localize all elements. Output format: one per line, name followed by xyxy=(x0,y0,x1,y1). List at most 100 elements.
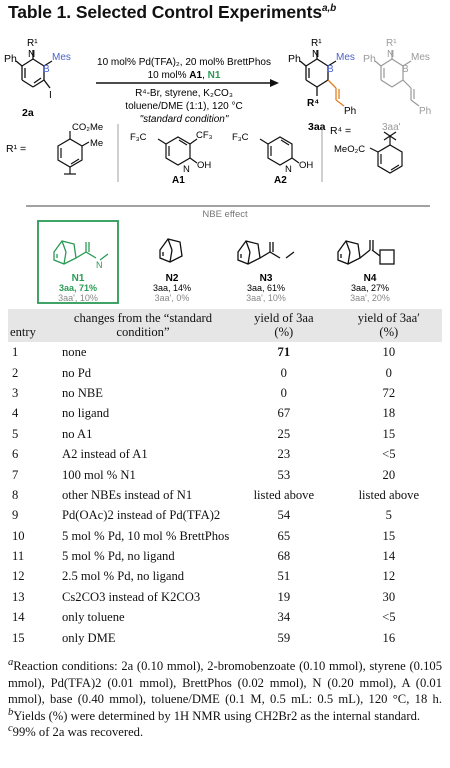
table-row: 10 5 mol % Pd, 10 mol % BrettPhos 65 15 xyxy=(8,526,442,546)
f3c-label: F₃C xyxy=(232,132,249,143)
footnotes: aReaction conditions: 2a (0.10 mmol), 2-… xyxy=(8,657,442,741)
nbe-n4-yield-3aap: 3aa', 20% xyxy=(350,293,390,303)
entry-cell: 1 xyxy=(12,345,19,360)
meo2c-label: MeO₂C xyxy=(334,144,365,155)
header-yield-3aap: yield of 3aa′(%) xyxy=(357,311,420,339)
yield-3aa-cell: 53 xyxy=(277,467,291,482)
entry-cell: 13 xyxy=(12,589,25,604)
yield-3aap-cell: 30 xyxy=(382,589,396,604)
entry-cell: 14 xyxy=(12,610,25,625)
change-cell: 2.5 mol % Pd, no ligand xyxy=(62,569,185,584)
label-a2: A2 xyxy=(274,175,287,186)
f3c-label: F₃C xyxy=(130,132,147,143)
entry-cell: 11 xyxy=(12,549,25,564)
yield-3aa-cell: 65 xyxy=(277,528,291,543)
yield-3aap-cell: 72 xyxy=(382,385,396,400)
entry-cell: 6 xyxy=(12,447,19,462)
change-cell: no ligand xyxy=(62,406,110,421)
yield-3aa-cell: 54 xyxy=(277,508,291,523)
co2me-label: CO₂Me xyxy=(72,122,103,133)
mes-label: Mes xyxy=(52,52,71,63)
yield-3aap-cell: 15 xyxy=(382,528,396,543)
nbe-n1-yield-3aa: 3aa, 71% xyxy=(59,283,97,293)
entry-cell: 5 xyxy=(12,426,19,441)
mes-label: Mes xyxy=(336,52,355,63)
change-cell: Pd(OAc)2 instead of Pd(TFA)2 xyxy=(62,508,221,523)
yield-3aa-cell: 19 xyxy=(277,589,291,604)
change-cell: other NBEs instead of N1 xyxy=(62,487,193,502)
change-cell: 100 mol % N1 xyxy=(62,467,136,482)
table-title-text: Table 1. Selected Control Experiments xyxy=(8,2,322,22)
yield-3aap-cell: 16 xyxy=(382,630,396,645)
reaction-scheme: Ph N R¹ B Mes I 2a 10 mol% Pd(TFA)₂, 20 … xyxy=(4,38,431,304)
change-cell: none xyxy=(62,345,87,360)
n-atom: N xyxy=(183,164,190,175)
yield-3aap-cell: 0 xyxy=(385,365,392,380)
table-title: Table 1. Selected Control Experimentsa,b xyxy=(8,2,336,23)
cond-solvent: toluene/DME (1:1), 120 °C xyxy=(125,101,242,112)
yield-3aap-cell: 20 xyxy=(382,467,396,482)
yield-3aa-cell: 0 xyxy=(280,385,287,400)
cf3-label: CF₃ xyxy=(196,130,213,141)
change-cell: 5 mol % Pd, 10 mol % BrettPhos xyxy=(62,528,230,543)
entry-cell: 4 xyxy=(12,406,19,421)
yield-3aap-cell: 5 xyxy=(385,508,392,523)
change-cell: no A1 xyxy=(62,426,93,441)
change-cell: only DME xyxy=(62,630,116,645)
nbe-n1-highlight-box xyxy=(37,220,119,304)
r1-label: R¹ xyxy=(311,38,322,49)
cond-standard: "standard condition" xyxy=(140,114,229,125)
yield-3aa-cell: 25 xyxy=(277,426,291,441)
b-atom: B xyxy=(402,64,409,75)
entry-cell: 9 xyxy=(12,508,19,523)
nbe-n1-structure xyxy=(53,240,109,265)
entry-cell: 2 xyxy=(12,365,19,380)
b-atom: B xyxy=(327,64,334,75)
yield-3aap-cell: <5 xyxy=(382,447,396,462)
table-row: 13 Cs2CO3 instead of K2CO3 19 30 xyxy=(8,587,442,607)
ph-label: Ph xyxy=(288,53,301,65)
reaction-arrow-head xyxy=(270,79,279,87)
nbe-n3-yield-3aa: 3aa, 61% xyxy=(247,283,285,293)
product-3aa xyxy=(299,50,345,107)
r1-label: R¹ xyxy=(27,38,38,49)
yield-3aa-cell: 51 xyxy=(277,569,291,584)
label-a1: A1 xyxy=(172,175,185,186)
change-cell: no NBE xyxy=(62,385,103,400)
change-cell: Cs2CO3 instead of K2CO3 xyxy=(62,589,201,604)
r4-definition-label: R⁴ = xyxy=(330,125,351,137)
entry-cell: 10 xyxy=(12,528,25,543)
change-cell: 5 mol % Pd, no ligand xyxy=(62,549,175,564)
nbe-n2-yield-3aap: 3aa', 0% xyxy=(155,293,190,303)
nbe-n4-label: N4 xyxy=(364,273,377,284)
entry-cell: 15 xyxy=(12,630,25,645)
iodo-label: I xyxy=(49,90,52,101)
n-atom: N xyxy=(285,164,292,175)
ph-label: Ph xyxy=(419,106,431,117)
cond-catalyst: 10 mol% Pd(TFA)₂, 20 mol% BrettPhos xyxy=(97,57,271,68)
b-atom: B xyxy=(43,64,50,75)
yield-3aa-cell: 23 xyxy=(277,447,291,462)
change-cell: no Pd xyxy=(62,365,92,380)
title-footnote-marks: a,b xyxy=(321,3,337,15)
entry-cell: 12 xyxy=(12,569,25,584)
yield-3aap-cell: 14 xyxy=(382,549,396,564)
cond-reagents: R⁴-Br, styrene, K₂CO₃ xyxy=(135,88,233,99)
header-yield-3aa: yield of 3aa(%) xyxy=(254,311,314,339)
yield-3aap-cell: listed above xyxy=(358,487,420,502)
oh-label: OH xyxy=(299,160,313,171)
r1-definition-label: R¹ = xyxy=(6,143,26,155)
nbe-n4-structure xyxy=(337,240,395,265)
byproduct-3aap xyxy=(374,50,420,107)
yield-3aa-cell: 68 xyxy=(277,549,291,564)
footnote-c: c99% of 2a was recovered. xyxy=(8,722,144,739)
yield-3aa-cell: listed above xyxy=(253,487,315,502)
